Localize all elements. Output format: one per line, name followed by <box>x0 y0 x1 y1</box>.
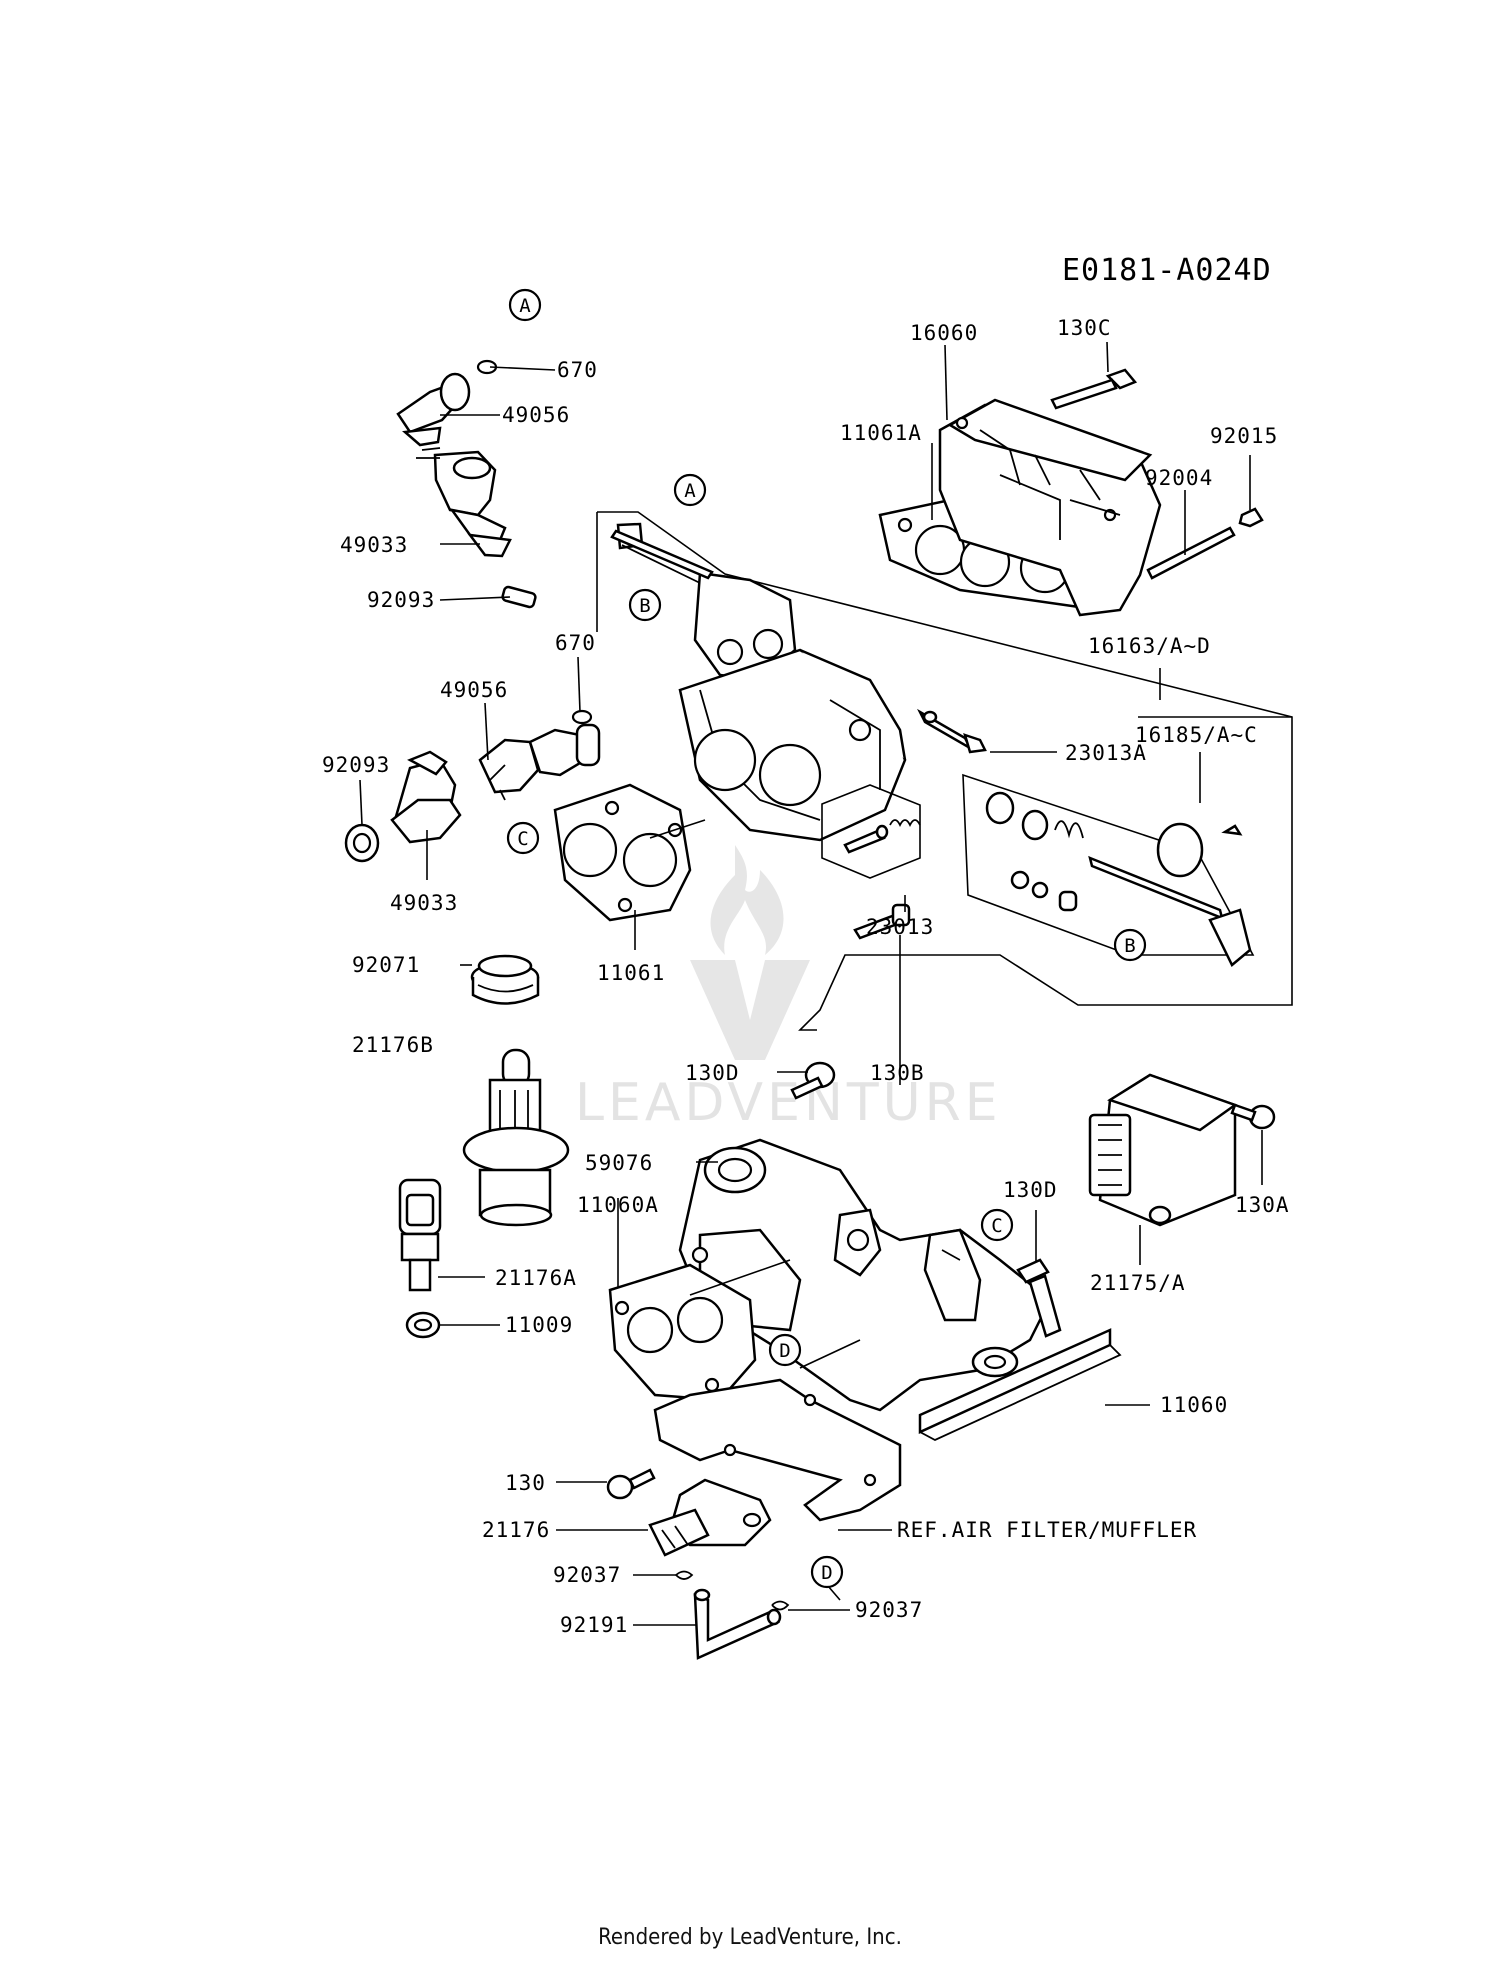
gasket-11061 <box>553 783 692 922</box>
diagram-code: E0181-A024D <box>1062 253 1272 288</box>
part-label-92071: 92071 <box>352 953 420 977</box>
part-label-16060: 16060 <box>910 321 978 345</box>
fuel-injector-upper-assembly <box>396 372 512 558</box>
part-label-23013: 23013 <box>866 915 934 939</box>
part-label-49056-lower: 49056 <box>440 678 508 702</box>
part-label-21176a: 21176A <box>495 1266 577 1290</box>
part-label-130a: 130A <box>1235 1193 1290 1217</box>
washer-11009-icon <box>405 1311 441 1339</box>
ecu-21175 <box>1088 1073 1238 1227</box>
svg-text:A: A <box>519 295 531 317</box>
part-label-92191: 92191 <box>560 1613 628 1637</box>
intake-manifold-16060 <box>938 398 1162 617</box>
plug-130d-icon <box>790 1061 836 1100</box>
sensor-21176b <box>462 1048 570 1227</box>
part-label-49033-upper: 49033 <box>340 533 408 557</box>
clamp-92037-icon <box>675 1570 694 1580</box>
bolt-130a-icon <box>1230 1103 1276 1130</box>
part-label-59076: 59076 <box>585 1151 653 1175</box>
part-label-130c: 130C <box>1057 316 1112 340</box>
bolt-130d-lower-icon <box>1016 1258 1062 1338</box>
callout-a-throttle: A <box>673 473 707 507</box>
part-label-670-upper: 670 <box>557 358 598 382</box>
leader-lines <box>359 341 1263 1626</box>
callout-c-gasket: C <box>506 821 540 855</box>
throttle-shaft-icon <box>610 529 714 580</box>
part-label-92037-right: 92037 <box>855 1598 923 1622</box>
fuel-injector-lower-assembly <box>344 723 601 863</box>
screw-130-icon <box>606 1468 656 1500</box>
heat-shield-11060 <box>918 1328 1122 1442</box>
callout-b-throttle: B <box>628 588 662 622</box>
clamp-92037-icon <box>771 1600 790 1611</box>
svg-text:C: C <box>517 828 528 850</box>
part-label-92015: 92015 <box>1210 424 1278 448</box>
throttle-shaft-assembly-16185 <box>962 773 1255 967</box>
nut-92015-icon <box>1238 507 1264 528</box>
callout-a-upper: A <box>508 288 542 322</box>
part-label-ref-air-filter-muffler: REF.AIR FILTER/MUFFLER <box>897 1518 1197 1542</box>
part-label-16185: 16185/A~C <box>1135 723 1258 747</box>
part-label-21176b: 21176B <box>352 1033 434 1057</box>
o-ring-icon <box>571 709 593 725</box>
callout-d-manifold: D <box>768 1333 802 1367</box>
part-label-11060a: 11060A <box>577 1193 659 1217</box>
svg-text:D: D <box>779 1340 790 1362</box>
callout-b-shaft: B <box>1113 928 1147 962</box>
footer-credit: Rendered by LeadVenture, Inc. <box>598 1925 902 1950</box>
part-label-23013a: 23013A <box>1065 741 1147 765</box>
part-label-11060: 11060 <box>1160 1393 1228 1417</box>
map-sensor-21176 <box>648 1478 772 1557</box>
svg-text:B: B <box>639 595 650 617</box>
stud-92004-icon <box>1146 526 1236 580</box>
adjust-screw-23013-icon <box>821 784 921 879</box>
watermark-text: LEADVENTURE <box>575 1073 1002 1133</box>
svg-text:B: B <box>1124 935 1135 957</box>
hose-92191-icon <box>693 1588 782 1660</box>
idle-screw-23013a-icon <box>917 708 987 754</box>
part-label-92093-upper: 92093 <box>367 588 435 612</box>
svg-text:A: A <box>684 480 696 502</box>
part-label-130d-upper: 130D <box>685 1061 740 1085</box>
bracket-icon <box>653 1378 902 1522</box>
part-label-16163: 16163/A~D <box>1088 634 1211 658</box>
part-label-130d-lower: 130D <box>1003 1178 1058 1202</box>
part-label-130b: 130B <box>870 1061 925 1085</box>
part-label-92037-left: 92037 <box>553 1563 621 1587</box>
callout-c-manifold: C <box>980 1208 1014 1242</box>
gasket-11060a <box>608 1263 757 1402</box>
watermark-logo: LEADVENTURE <box>575 845 1002 1133</box>
part-label-49033-lower: 49033 <box>390 891 458 915</box>
throttle-body <box>616 522 907 842</box>
svg-text:D: D <box>821 1562 832 1584</box>
part-label-49056-upper: 49056 <box>502 403 570 427</box>
part-label-92004: 92004 <box>1145 466 1213 490</box>
part-label-92093-lower: 92093 <box>322 753 390 777</box>
part-label-21176: 21176 <box>482 1518 550 1542</box>
part-label-11061a: 11061A <box>840 421 922 445</box>
part-label-11061: 11061 <box>597 961 665 985</box>
throttle-body-frame <box>596 511 1293 1031</box>
part-label-670-lower: 670 <box>555 631 596 655</box>
part-label-11009: 11009 <box>505 1313 573 1337</box>
part-label-21175: 21175/A <box>1090 1271 1186 1295</box>
sensor-21176a <box>398 1178 442 1292</box>
callout-d-hose: D <box>810 1555 844 1589</box>
grommet-icon <box>470 954 540 1005</box>
bolt-130c-icon <box>1050 368 1138 410</box>
collar-icon <box>501 585 537 609</box>
svg-text:C: C <box>991 1215 1002 1237</box>
part-label-130: 130 <box>505 1471 546 1495</box>
